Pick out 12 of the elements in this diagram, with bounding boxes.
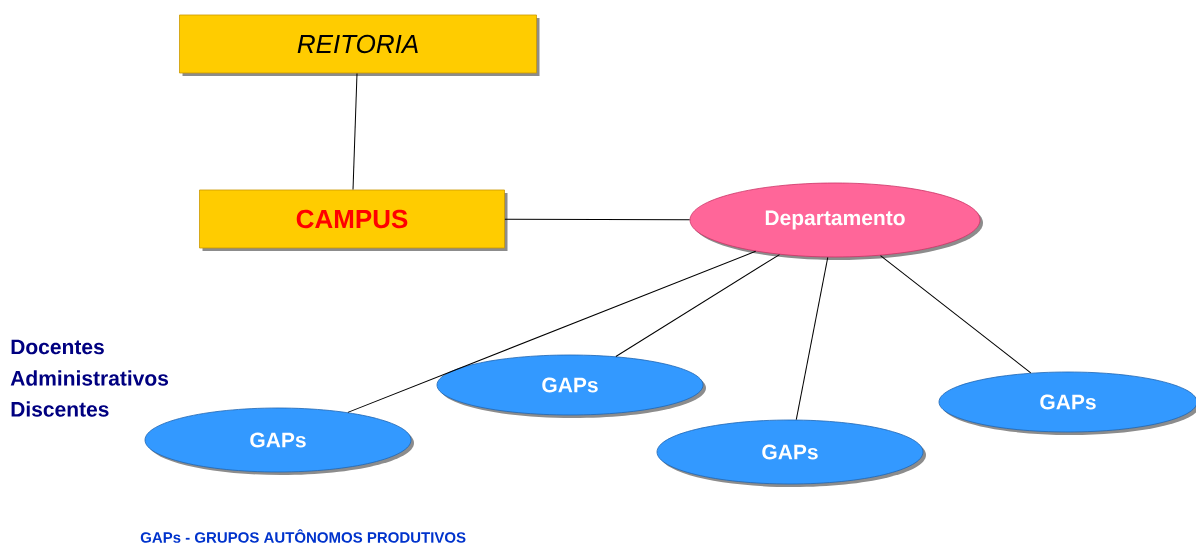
connector-line: [880, 255, 1032, 374]
connector-line: [347, 250, 757, 413]
connector-line: [352, 72, 358, 191]
role-label: Discentes: [11, 401, 109, 417]
connector-line: [795, 256, 829, 421]
campus-box: CAMPUS: [199, 189, 508, 251]
title-box: REITORIA: [179, 14, 540, 76]
caption: GAPs - GRUPOS AUTÔNOMOS PRODUTIVOS: [140, 529, 466, 543]
connector-line: [615, 254, 780, 357]
role-label: Docentes: [11, 339, 104, 355]
role-label: Administrativos: [10, 370, 169, 386]
connector-line: [504, 218, 691, 221]
